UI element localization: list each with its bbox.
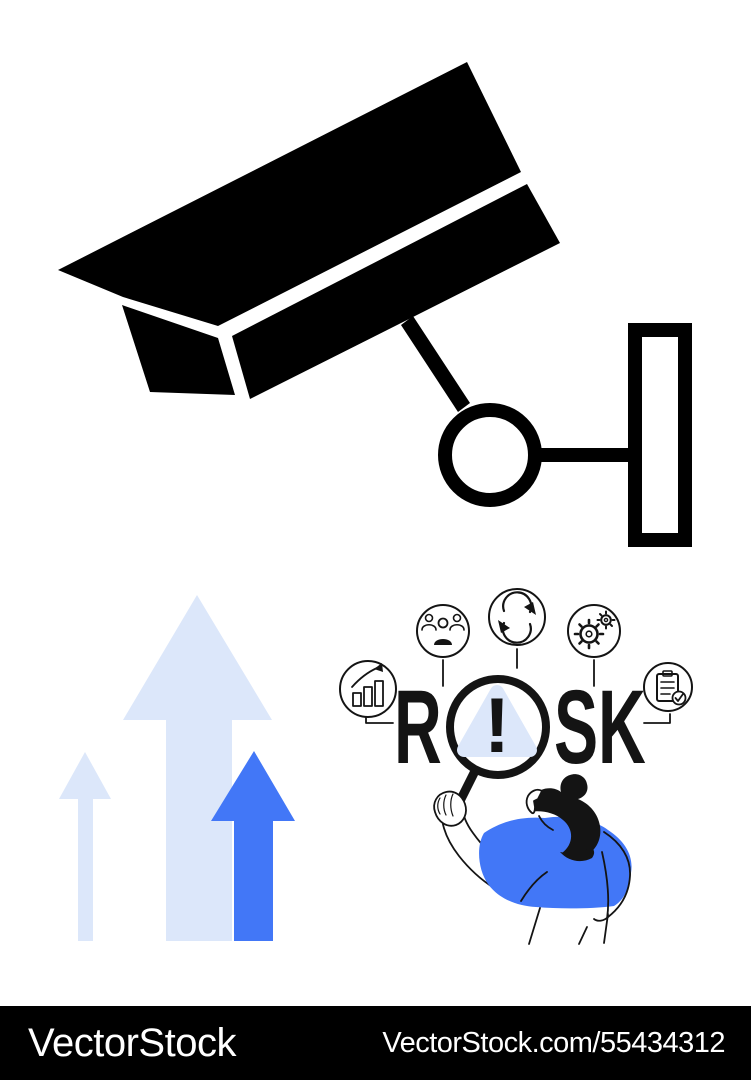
- image-url: VectorStock.com/55434312: [382, 1026, 725, 1059]
- bar-chart-icon: [339, 660, 397, 718]
- refresh-arrowhead-bottom: [498, 620, 510, 633]
- person-right-arm: [603, 831, 631, 918]
- gear-small: [600, 614, 612, 626]
- person-figure: [433, 774, 632, 945]
- arrow-blue: [211, 751, 295, 941]
- person-neck-line: [538, 815, 554, 831]
- person-head-right: [452, 613, 462, 623]
- clipboard-board: [656, 673, 679, 702]
- refresh-icon: [488, 588, 546, 646]
- letter-r: R: [394, 668, 442, 785]
- check-mark: [674, 693, 684, 702]
- person-hair: [529, 774, 601, 859]
- camera-front-flap: [122, 305, 235, 395]
- person-hand: [433, 790, 467, 827]
- skirt-line-right: [603, 913, 609, 944]
- arrow-small-light: [59, 752, 111, 941]
- warning-triangle: [457, 685, 537, 757]
- shirt-fold-line: [520, 871, 548, 902]
- risk-analysis-illustration: R S K !: [339, 588, 693, 945]
- magnifier-icon: !: [446, 675, 550, 822]
- clipboard-clip: [662, 670, 673, 677]
- bar-2: [363, 686, 373, 707]
- bar-chart-icon-circle: [339, 660, 397, 718]
- camera-arm-horizontal: [536, 448, 630, 462]
- gears-icon-circle: [567, 604, 621, 658]
- growth-arrows-illustration: [59, 595, 295, 941]
- camera-mount-arm: [401, 316, 470, 412]
- camera-joint-ring: [438, 403, 542, 507]
- arrow-large-light: [123, 595, 272, 941]
- risk-word: R S K: [394, 668, 646, 785]
- brand-logo: VectorStock: [28, 1020, 236, 1065]
- finger-line-3: [450, 793, 454, 817]
- camera-body-top: [58, 62, 521, 326]
- cctv-camera-illustration: [58, 62, 692, 547]
- person-body-right: [449, 623, 465, 631]
- person-right-arm-inner: [601, 851, 610, 920]
- skirt-line-middle: [578, 926, 588, 945]
- finger-line-2: [443, 794, 447, 816]
- gear-large-teeth: [573, 618, 605, 650]
- letter-k: K: [598, 668, 646, 785]
- person-face: [525, 788, 543, 815]
- team-icon-circle: [416, 604, 470, 658]
- gear-large: [579, 624, 599, 644]
- bar-3: [374, 680, 384, 707]
- letter-s: S: [554, 668, 598, 785]
- connector-clipboard: [643, 713, 671, 724]
- refresh-icon-circle: [488, 588, 546, 646]
- person-body-left: [421, 623, 437, 631]
- gear-small-teeth: [596, 610, 616, 630]
- watermark-bar: VectorStock VectorStock.com/55434312: [0, 1006, 751, 1080]
- wall-mount-bracket: [628, 323, 692, 547]
- clipboard-check-icon: [643, 662, 693, 712]
- gear-large-hub: [585, 630, 593, 638]
- camera-body-bottom: [232, 184, 560, 399]
- refresh-arrowhead-top: [524, 602, 536, 615]
- finger-line-1: [437, 797, 441, 815]
- person-hair-strand: [560, 847, 595, 862]
- skirt-line-left: [528, 907, 541, 945]
- trend-arrow-head: [374, 663, 383, 672]
- person-head-center: [437, 617, 449, 629]
- person-right-hand: [593, 916, 609, 922]
- person-body-center: [434, 639, 452, 645]
- warning-exclamation: !: [484, 681, 510, 769]
- person-head-left: [424, 613, 434, 623]
- bar-1: [352, 692, 362, 707]
- gear-small-hub: [603, 617, 609, 623]
- team-icon: [416, 604, 470, 658]
- gears-icon: [567, 604, 621, 658]
